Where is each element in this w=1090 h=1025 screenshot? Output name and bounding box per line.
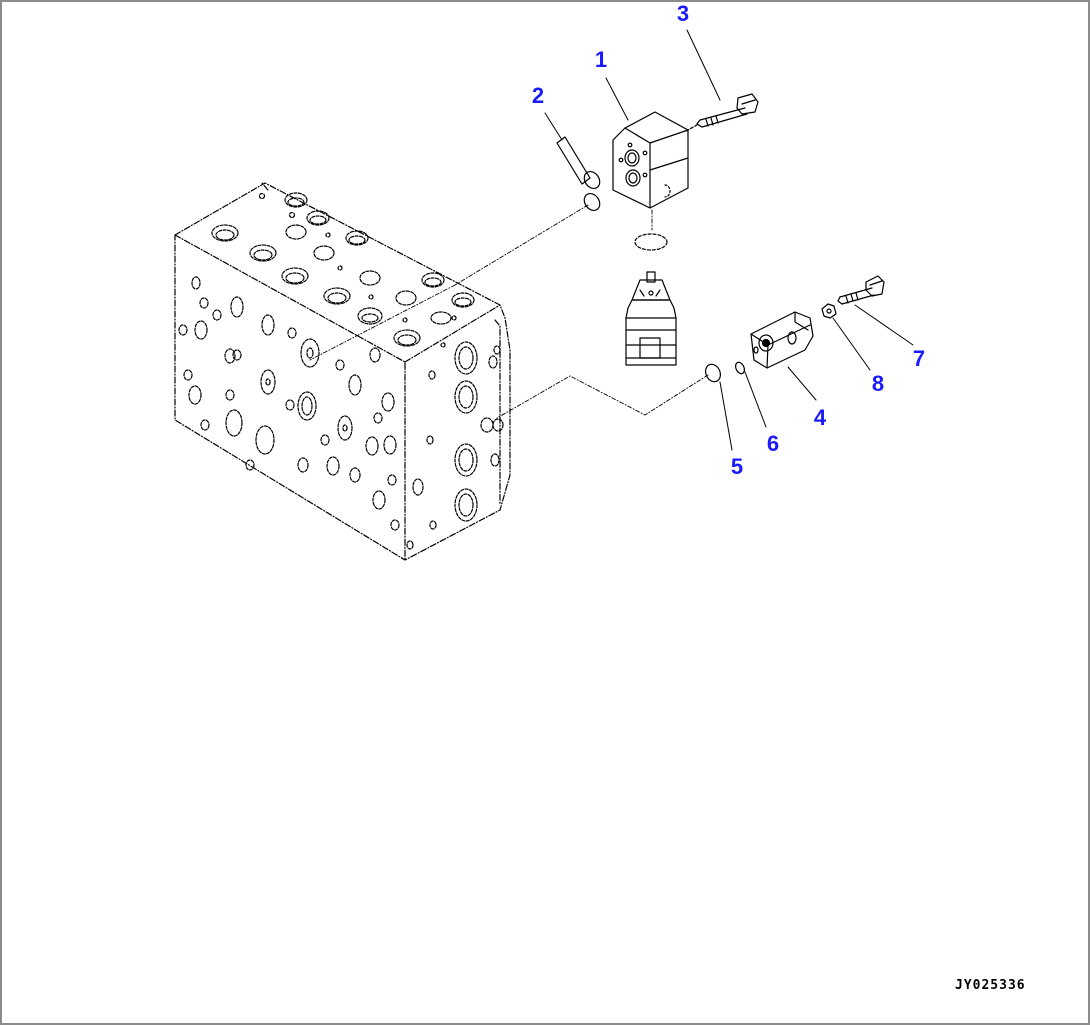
callout-2[interactable]: 2	[531, 83, 545, 108]
valve-body-top-ports	[211, 192, 475, 348]
assembly-lines	[309, 204, 709, 419]
callout-8[interactable]: 8	[871, 371, 885, 396]
callout-leaders	[544, 29, 914, 451]
callout-3[interactable]: 3	[676, 1, 690, 26]
part-1-block[interactable]	[612, 111, 689, 209]
callout-4[interactable]: 4	[813, 405, 827, 430]
o-ring-upper[interactable]	[634, 233, 668, 251]
callout-6[interactable]: 6	[766, 431, 780, 456]
part-6-o-ring[interactable]	[734, 361, 746, 375]
part-7-bolt[interactable]	[837, 275, 885, 305]
valve-body-side-ports	[406, 341, 504, 550]
part-3-bolt[interactable]	[685, 93, 759, 132]
valve-cartridge[interactable]	[625, 271, 677, 366]
part-4-block[interactable]	[750, 311, 814, 369]
part-8-washer[interactable]	[821, 303, 837, 319]
drawing-reference-code: JY025336	[955, 978, 1026, 993]
part-5-o-ring[interactable]	[703, 362, 723, 384]
valve-body-front-holes	[178, 276, 400, 531]
callout-5[interactable]: 5	[730, 454, 744, 479]
valve-body[interactable]	[174, 182, 511, 561]
callout-1[interactable]: 1	[594, 47, 608, 72]
part-2-pin[interactable]	[556, 136, 603, 213]
callout-7[interactable]: 7	[912, 346, 926, 371]
